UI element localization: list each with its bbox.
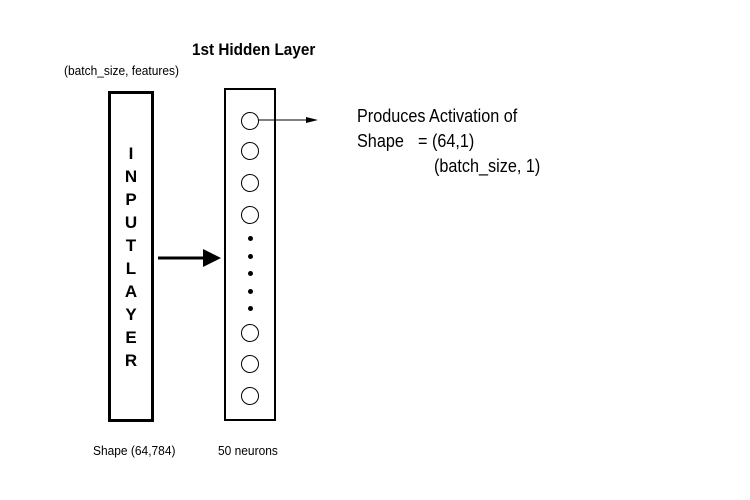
input-layer-letter: L <box>125 259 137 278</box>
ellipsis-dot <box>248 236 253 241</box>
hidden-layer-box <box>224 88 276 421</box>
activation-shape-dims: (batch_size, 1) <box>434 156 541 176</box>
neurons-count-label: 50 neurons <box>218 443 278 458</box>
neuron <box>241 355 259 373</box>
hidden-layer-title: 1st Hidden Layer <box>192 40 316 59</box>
input-layer-letter: T <box>125 236 137 255</box>
neuron <box>241 142 259 160</box>
neuron <box>241 112 259 130</box>
activation-shape-value: = (64,1) <box>418 131 475 151</box>
input-shape-label: Shape (64,784) <box>93 443 176 458</box>
activation-title: Produces Activation of <box>357 106 518 126</box>
activation-shape-label: Shape <box>357 131 404 151</box>
input-to-hidden-arrow <box>158 249 221 267</box>
input-layer-letter: Y <box>125 305 137 324</box>
ellipsis-dot <box>248 306 253 311</box>
input-layer-letter: A <box>124 282 138 301</box>
input-layer-letter: P <box>125 190 137 209</box>
neuron <box>241 387 259 405</box>
ellipsis-dot <box>248 271 253 276</box>
input-layer-dimension-label: (batch_size, features) <box>64 63 180 78</box>
input-layer-letter: N <box>124 167 138 186</box>
neuron <box>241 324 259 342</box>
neuron <box>241 206 259 224</box>
input-layer-letter: R <box>124 351 138 370</box>
input-layer-letter: E <box>125 328 137 347</box>
input-layer-letter: U <box>124 213 138 232</box>
input-layer-letter: I <box>128 144 134 163</box>
neuron <box>241 174 259 192</box>
ellipsis-dot <box>248 289 253 294</box>
ellipsis-dot <box>248 254 253 259</box>
activation-arrow <box>258 117 318 123</box>
